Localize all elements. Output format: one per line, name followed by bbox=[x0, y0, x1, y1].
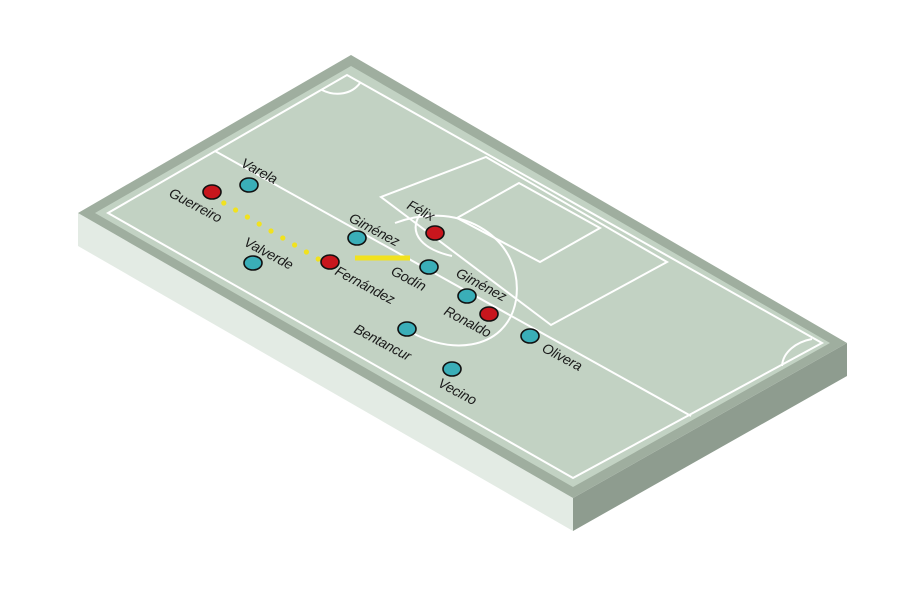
player-marker-teal bbox=[347, 230, 367, 246]
player-marker-teal bbox=[442, 361, 462, 377]
halfway-line bbox=[214, 150, 692, 417]
corner-arc-top bbox=[321, 82, 361, 95]
connector-dot bbox=[244, 214, 250, 220]
goal-area bbox=[454, 181, 603, 264]
player-marker-teal bbox=[419, 259, 439, 275]
pitch-front-face bbox=[78, 213, 573, 531]
corner-arc-right bbox=[781, 338, 813, 367]
player-marker-teal bbox=[457, 288, 477, 304]
touchline-boundary bbox=[105, 73, 825, 480]
player-marker-red bbox=[425, 225, 445, 241]
connector-dot bbox=[315, 256, 321, 262]
connector-dot bbox=[221, 200, 227, 206]
player-marker-red bbox=[479, 306, 499, 322]
player-marker-teal bbox=[239, 177, 259, 193]
connector-dot bbox=[268, 228, 274, 234]
connector-dotted-guerreiro-fernandez bbox=[221, 200, 321, 262]
penalty-box bbox=[378, 155, 670, 327]
pitch-surface bbox=[95, 66, 830, 487]
player-marker-red bbox=[320, 254, 340, 270]
player-marker-teal bbox=[520, 328, 540, 344]
connector-dot bbox=[292, 242, 298, 248]
player-marker-red bbox=[202, 184, 222, 200]
center-circle bbox=[394, 214, 518, 347]
connector-dot bbox=[233, 207, 239, 213]
pitch-side-face bbox=[573, 343, 847, 531]
connector-dot bbox=[303, 249, 309, 255]
player-marker-teal bbox=[397, 321, 417, 337]
connector-dot bbox=[256, 221, 262, 227]
penalty-arc bbox=[414, 213, 453, 257]
player-marker-teal bbox=[243, 255, 263, 271]
connector-dot bbox=[280, 235, 286, 241]
